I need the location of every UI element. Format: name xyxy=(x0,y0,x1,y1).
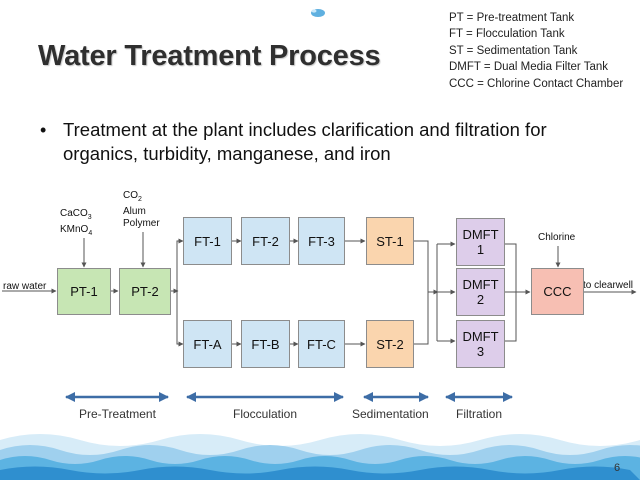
tank-ftc: FT-C xyxy=(298,320,345,368)
stage-label-flocculation: Flocculation xyxy=(233,407,298,421)
page-number: 6 xyxy=(614,462,621,474)
chemical-label-pt2: CO2 Alum Polymer xyxy=(123,190,160,229)
stage-label-sedimentation: Sedimentation xyxy=(352,407,429,421)
input-label: raw water xyxy=(3,281,47,292)
line-sedimentation-merge xyxy=(414,240,429,345)
legend-item-ccc: CCC = Chlorine Contact Chamber xyxy=(449,77,624,90)
arrow-to-ft1 xyxy=(176,238,184,291)
stage-label-pretreatment: Pre-Treatment xyxy=(79,407,156,421)
chemical-label-chlorine: Chlorine xyxy=(538,232,576,243)
tank-pt1: PT-1 xyxy=(57,268,111,315)
legend-item-pt: PT = Pre-treatment Tank xyxy=(449,12,575,24)
tank-ft2: FT-2 xyxy=(241,217,290,265)
chamber-ccc: CCC xyxy=(531,268,584,315)
legend-item-ft: FT = Flocculation Tank xyxy=(449,28,565,41)
bullet-text: Treatment at the plant includes clarific… xyxy=(63,119,547,164)
tank-pt2: PT-2 xyxy=(119,268,171,315)
slide-title: Water Treatment Process xyxy=(38,40,381,72)
legend-item-st: ST = Sedimentation Tank xyxy=(449,44,578,57)
legend-item-dmft: DMFT = Dual Media Filter Tank xyxy=(449,61,609,74)
output-label: to clearwell xyxy=(583,280,634,291)
bullet-marker: • xyxy=(40,120,47,140)
chemical-label-pt1: CaCO3 KMnO4 xyxy=(60,208,93,237)
tank-ft1: FT-1 xyxy=(183,217,232,265)
tank-st2: ST-2 xyxy=(366,320,414,368)
tank-st1: ST-1 xyxy=(366,217,414,265)
stage-label-filtration: Filtration xyxy=(456,407,503,421)
arrow-to-fta xyxy=(176,291,184,347)
tank-ft3: FT-3 xyxy=(298,217,345,265)
wave-decoration xyxy=(0,434,640,480)
tank-ftb: FT-B xyxy=(241,320,290,368)
tank-fta: FT-A xyxy=(183,320,232,368)
process-arrows xyxy=(2,232,637,347)
abbreviation-legend: PT = Pre-treatment Tank FT = Flocculatio… xyxy=(449,10,623,92)
water-droplet-icon xyxy=(311,9,325,17)
